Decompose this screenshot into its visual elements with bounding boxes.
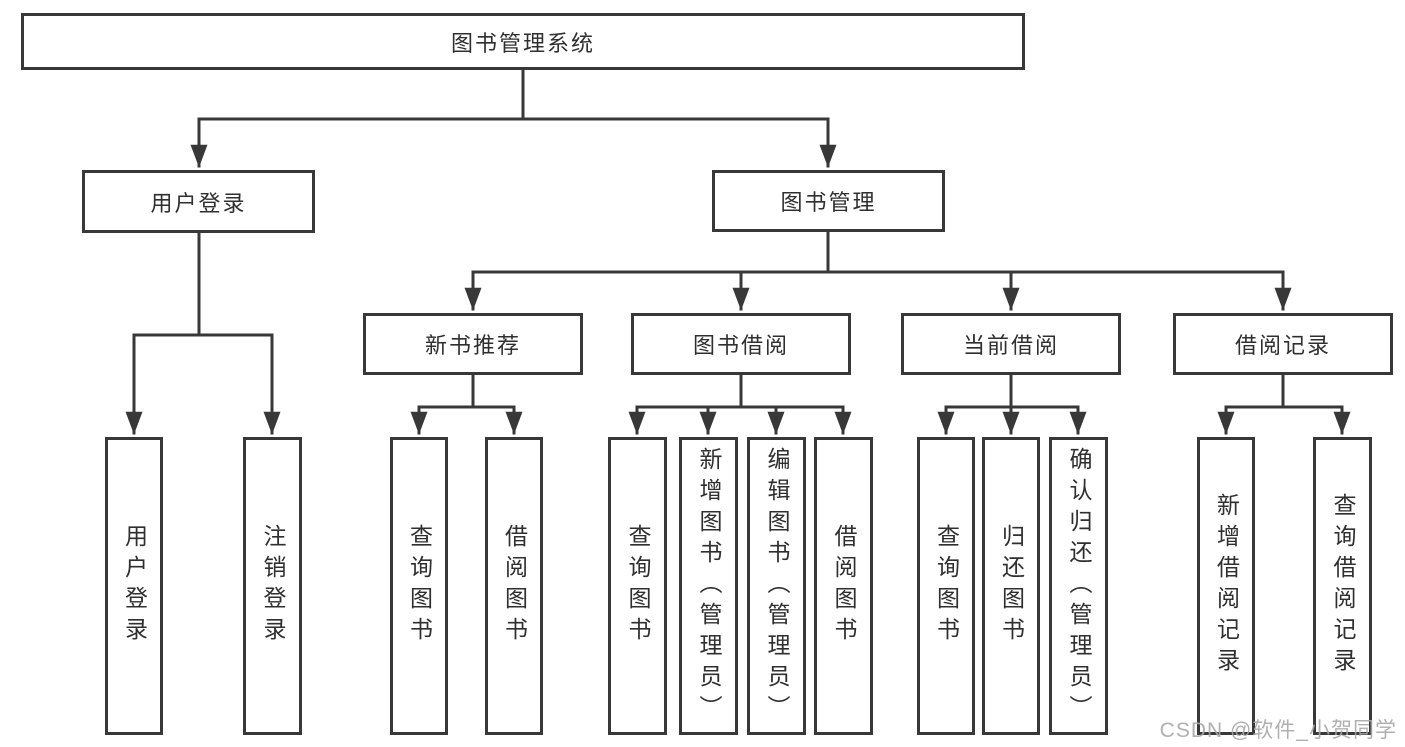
node-leaf-add-books-admin: 新增图书（管理员） bbox=[679, 437, 738, 735]
node-label: 查询图书 bbox=[933, 524, 960, 648]
node-label: 图书管理 bbox=[780, 190, 877, 215]
node-label: 当前借阅 bbox=[962, 333, 1059, 358]
node-label: 查询图书 bbox=[406, 524, 433, 648]
node-label: 查询借阅记录 bbox=[1330, 493, 1356, 679]
node-label: 借阅图书 bbox=[831, 524, 857, 648]
node-leaf-confirm-return-admin: 确认归还（管理员） bbox=[1049, 437, 1108, 735]
node-new-book-recommendation: 新书推荐 bbox=[363, 313, 583, 375]
node-book-borrowing: 图书借阅 bbox=[631, 313, 851, 375]
node-leaf-query-books-current: 查询图书 bbox=[917, 437, 975, 735]
node-leaf-query-borrow-record: 查询借阅记录 bbox=[1313, 437, 1372, 735]
node-leaf-query-books-recommend: 查询图书 bbox=[390, 437, 448, 735]
node-book-management-system: 图书管理系统 bbox=[21, 13, 1025, 70]
node-label: 新增借阅记录 bbox=[1213, 493, 1240, 679]
node-label: 图书借阅 bbox=[692, 333, 789, 358]
node-leaf-query-books-borrowing: 查询图书 bbox=[608, 437, 667, 735]
node-label: 借阅图书 bbox=[501, 524, 528, 648]
node-leaf-borrow-books-recommend: 借阅图书 bbox=[485, 437, 543, 735]
node-book-management: 图书管理 bbox=[712, 170, 945, 232]
node-leaf-user-login: 用户登录 bbox=[105, 437, 163, 735]
node-label: 确认归还（管理员） bbox=[1066, 446, 1092, 726]
node-label: 新书推荐 bbox=[424, 333, 521, 358]
node-user-login: 用户登录 bbox=[82, 170, 315, 233]
connector-rails bbox=[132, 68, 1344, 409]
node-label: 查询图书 bbox=[625, 524, 651, 648]
node-leaf-add-borrow-record: 新增借阅记录 bbox=[1197, 437, 1255, 735]
node-label: 新增图书（管理员） bbox=[696, 446, 722, 726]
node-label: 归还图书 bbox=[998, 524, 1025, 648]
node-label: 借阅记录 bbox=[1234, 333, 1331, 358]
node-label: 注销登录 bbox=[260, 524, 286, 648]
csdn-watermark: CSDN @软件_小贺同学 bbox=[1159, 719, 1397, 742]
node-leaf-edit-books-admin: 编辑图书（管理员） bbox=[747, 437, 806, 735]
node-leaf-borrow-books-borrowing: 借阅图书 bbox=[814, 437, 873, 735]
node-label: 用户登录 bbox=[121, 524, 148, 648]
node-label: 编辑图书（管理员） bbox=[764, 446, 790, 726]
node-current-borrowing: 当前借阅 bbox=[901, 313, 1121, 375]
node-leaf-return-books: 归还图书 bbox=[982, 437, 1040, 735]
node-borrowing-records: 借阅记录 bbox=[1173, 313, 1393, 375]
node-leaf-logout: 注销登录 bbox=[243, 437, 302, 735]
node-label: 图书管理系统 bbox=[450, 30, 595, 56]
node-label: 用户登录 bbox=[150, 190, 247, 216]
